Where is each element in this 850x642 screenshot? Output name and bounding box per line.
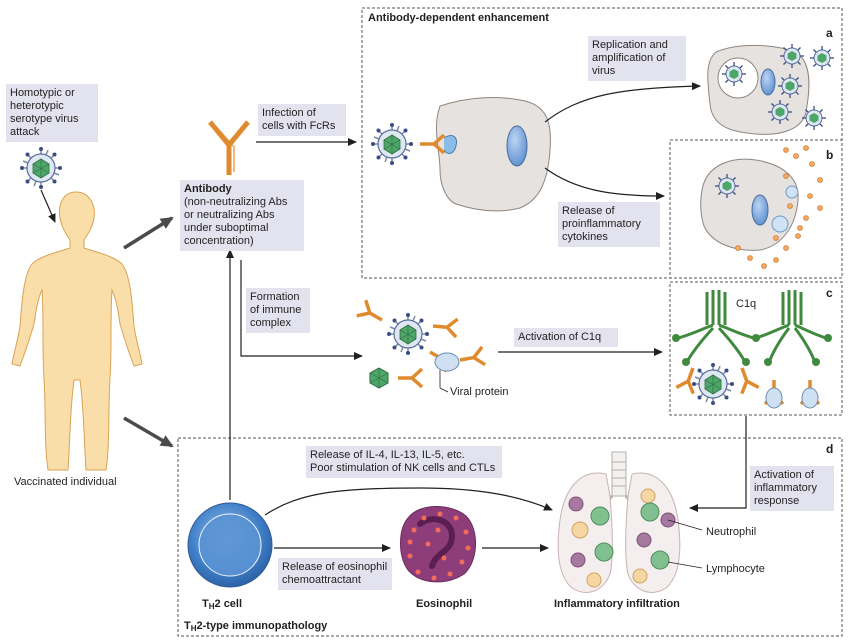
formation-box: Formation of immune complex [246, 288, 310, 333]
c1q-protein-icon-1 [765, 387, 783, 409]
replication-cell [707, 43, 835, 135]
panel-letter-a: a [826, 26, 833, 40]
activation-inflammatory-box: Activation of inflammatory response [750, 466, 834, 511]
cytokine-cell [700, 145, 823, 269]
human-body-icon [11, 191, 143, 471]
complex-virus-icon [386, 312, 430, 356]
panel-d [177, 437, 843, 637]
neutrophil-label: Neutrophil [706, 526, 757, 538]
activation-c1q-box: Activation of C1q [514, 328, 618, 347]
infection-box: Infection of cells with FcRs [258, 104, 346, 136]
eosinophil-icon [400, 506, 477, 583]
host-cell [435, 97, 551, 212]
c1q-protein-icon-2 [801, 387, 819, 409]
panel-letter-d: d [826, 442, 834, 456]
source-virus-icon [19, 146, 63, 190]
th2-pathology-label: TH2-type immunopathology [184, 620, 328, 633]
viral-protein-label: Viral protein [450, 386, 509, 398]
cell-nucleus [506, 125, 528, 167]
replication-box: Replication and amplification of virus [588, 36, 686, 81]
c1q-virus-icon [691, 362, 735, 406]
panel-letter-b: b [826, 148, 834, 162]
virus-a-icon [370, 122, 414, 166]
eosinophil-label: Eosinophil [416, 598, 473, 610]
antibody-icon [208, 120, 250, 175]
th2-cell-label: TH2 cell [202, 598, 243, 611]
antibody-box: Antibody (non-neutralizing Abs or neutra… [180, 180, 304, 251]
small-virus-icon [369, 367, 389, 389]
lymphocyte-label: Lymphocyte [706, 563, 765, 575]
panel-c [669, 281, 843, 416]
c1q-label: C1q [736, 298, 757, 310]
viral-protein-icon [434, 352, 460, 372]
c1q-complex-1 [677, 290, 755, 361]
lungs-icon [557, 451, 681, 593]
cytokine-release-box: Release of proinflammatory cytokines [558, 202, 660, 247]
eosinophil-release-box: Release of eosinophil chemoattractant [278, 558, 392, 590]
fc-receptor-icon [443, 135, 457, 154]
ade-title: Antibody-dependent enhancement [368, 12, 549, 24]
inflammatory-label: Inflammatory infiltration [554, 598, 680, 610]
panel-letter-c: c [826, 286, 833, 300]
il-release-box: Release of IL-4, IL-13, IL-5, etc. Poor … [306, 446, 502, 478]
panel-b [669, 139, 843, 279]
source-box: Homotypic or heterotypic serotype virus … [6, 84, 98, 142]
vaccinated-label: Vaccinated individual [14, 476, 117, 488]
c1q-complex-2 [755, 290, 827, 361]
